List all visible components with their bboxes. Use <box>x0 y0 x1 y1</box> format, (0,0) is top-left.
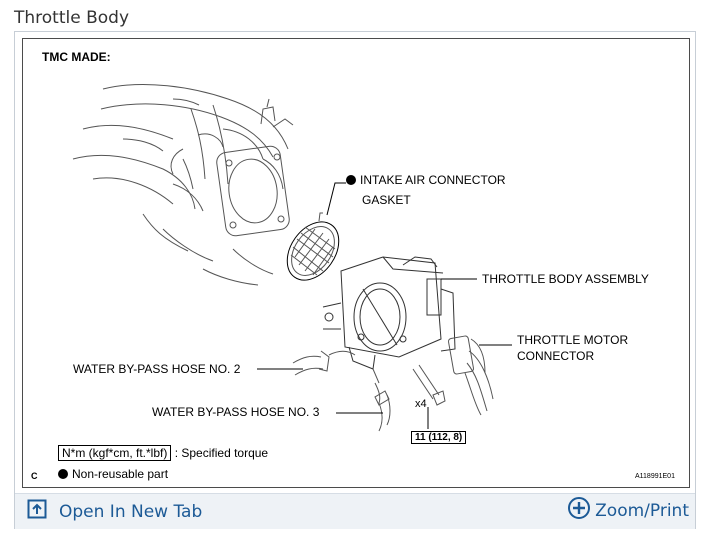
throttle-body-assembly-label: THROTTLE BODY ASSEMBLY <box>482 272 649 286</box>
plus-circle-icon[interactable] <box>567 496 591 525</box>
throttle-motor-label-line2: CONNECTOR <box>517 349 595 363</box>
legend-non-reusable: Non-reusable part <box>58 467 168 481</box>
open-in-new-tab-label[interactable]: Open In New Tab <box>59 501 203 522</box>
open-in-new-tab-link[interactable]: Open In New Tab <box>27 499 202 524</box>
diagram-panel[interactable]: TMC MADE: INTAKE AIR CONNECTOR GASKET TH… <box>22 38 690 488</box>
legend-torque: N*m (kgf*cm, ft.*lbf) : Specified torque <box>58 445 269 461</box>
legend-non-reusable-text: Non-reusable part <box>72 467 169 481</box>
throttle-motor-connector-drawing <box>448 335 494 416</box>
throttle-motor-label-line1: THROTTLE MOTOR <box>517 333 629 347</box>
throttle-body-drawing <box>322 256 456 370</box>
gasket-drawing <box>286 212 340 281</box>
zoom-print-link[interactable]: Zoom/Print <box>567 496 689 525</box>
bolt-count-label: x4 <box>415 398 427 410</box>
torque-value-box: 11 (112, 8) <box>411 431 467 444</box>
water-bypass-hose-2-drawing <box>292 350 356 376</box>
throttle-body-illustration <box>72 83 512 432</box>
leader-gasket <box>326 182 346 216</box>
bolt-drawing <box>412 364 446 406</box>
water-bypass-hose-3-drawing <box>372 368 391 432</box>
legend-torque-desc: : Specified torque <box>174 446 269 460</box>
intake-air-connector-label: INTAKE AIR CONNECTOR <box>346 173 506 187</box>
non-reusable-dot-icon <box>58 469 68 479</box>
intake-manifold-drawing <box>72 83 294 286</box>
footer-bar: Open In New Tab Zoom/Print <box>15 493 695 529</box>
non-reusable-dot-icon <box>346 175 356 185</box>
page-title: Throttle Body <box>14 8 130 28</box>
gasket-label: GASKET <box>362 193 411 207</box>
diagram-header: TMC MADE: <box>42 50 111 64</box>
zoom-print-label[interactable]: Zoom/Print <box>595 500 689 521</box>
water-bypass-hose-3-label: WATER BY-PASS HOSE NO. 3 <box>152 405 320 419</box>
water-bypass-hose-2-label: WATER BY-PASS HOSE NO. 2 <box>73 362 241 376</box>
figure-code: A118991E01 <box>635 473 675 480</box>
intake-air-connector-text: INTAKE AIR CONNECTOR <box>360 173 506 187</box>
open-in-new-tab-icon[interactable] <box>27 499 47 524</box>
corner-letter: C <box>31 471 38 481</box>
legend-torque-unit: N*m (kgf*cm, ft.*lbf) <box>58 445 172 461</box>
